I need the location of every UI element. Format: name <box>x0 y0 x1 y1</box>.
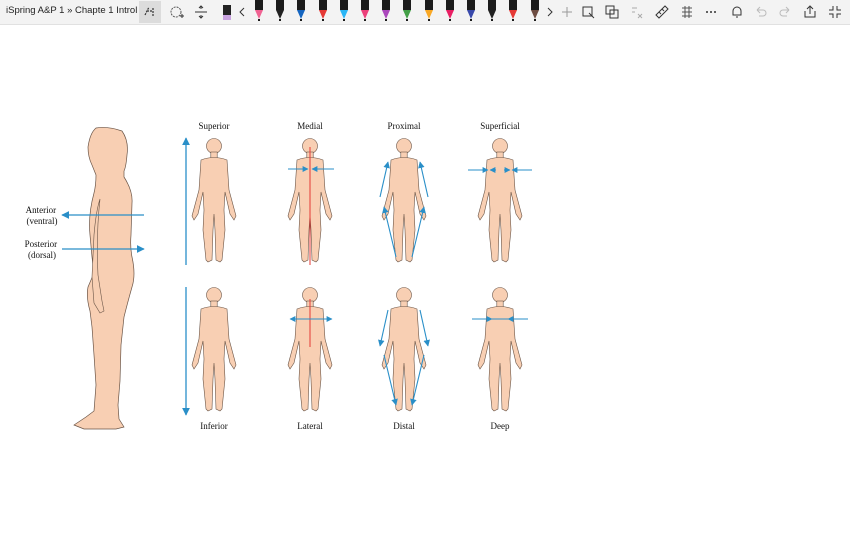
label-medial: Medial <box>297 121 323 131</box>
next-pens-icon[interactable] <box>541 1 559 23</box>
figure-deep <box>477 287 523 412</box>
ink-replay-icon[interactable] <box>676 1 698 23</box>
notifications-icon[interactable] <box>726 1 748 23</box>
figure-inferior <box>191 287 237 412</box>
app-toolbar: iSpring A&P 1 » Chapte 1 Introl <box>0 0 850 25</box>
pen-tool[interactable] <box>486 0 498 22</box>
add-shape-icon[interactable] <box>166 1 188 23</box>
prev-pens-icon[interactable] <box>233 1 251 23</box>
shape-convert-icon[interactable] <box>601 1 623 23</box>
pen-tool[interactable] <box>295 0 307 22</box>
more-icon[interactable] <box>700 1 722 23</box>
pen-tool[interactable] <box>274 0 286 22</box>
figure-distal <box>381 287 427 412</box>
posterior-label: Posterior (dorsal) <box>25 239 60 260</box>
proximal-arrow-left-upper <box>379 161 390 198</box>
touch-writing-icon[interactable] <box>578 1 600 23</box>
label-distal: Distal <box>393 421 415 431</box>
add-pen-icon[interactable] <box>556 1 578 23</box>
label-inferior: Inferior <box>200 421 227 431</box>
proximal-arrow-right-upper <box>418 161 429 198</box>
figure-superior <box>191 138 237 263</box>
proximal-arrow-right-lower <box>411 206 426 258</box>
insert-space-icon[interactable] <box>190 1 212 23</box>
pen-tool[interactable] <box>359 0 371 22</box>
pen-tool[interactable] <box>444 0 456 22</box>
pen-tool[interactable] <box>338 0 350 22</box>
figure-superficial <box>477 138 523 263</box>
label-superficial: Superficial <box>480 121 520 131</box>
pen-tool[interactable] <box>507 0 519 22</box>
collapse-icon[interactable] <box>824 1 846 23</box>
side-profile-figure <box>73 127 135 430</box>
anatomy-diagram: Anterior (ventral) Posterior (dorsal) <box>25 121 532 431</box>
lasso-select-icon[interactable] <box>139 1 161 23</box>
pen-tool[interactable] <box>317 0 329 22</box>
label-lateral: Lateral <box>297 421 323 431</box>
distal-arrow-left-upper <box>378 309 389 347</box>
distal-arrow-left-lower <box>383 354 398 406</box>
pen-tool[interactable] <box>465 0 477 22</box>
math-convert-icon[interactable] <box>626 1 648 23</box>
pen-tool[interactable] <box>529 0 541 22</box>
label-proximal: Proximal <box>388 121 421 131</box>
distal-arrow-right-lower <box>410 354 425 406</box>
proximal-arrow-left-lower <box>382 206 397 258</box>
distal-arrow-right-upper <box>419 309 430 347</box>
eraser-icon[interactable] <box>216 1 238 23</box>
pen-tool[interactable] <box>380 0 392 22</box>
pen-tool[interactable] <box>253 0 265 22</box>
redo-icon[interactable] <box>774 1 796 23</box>
anterior-label: Anterior (ventral) <box>26 205 59 226</box>
pen-tool[interactable] <box>401 0 413 22</box>
figure-proximal <box>381 138 427 263</box>
label-deep: Deep <box>491 421 510 431</box>
ruler-icon[interactable] <box>651 1 673 23</box>
share-icon[interactable] <box>799 1 821 23</box>
breadcrumb[interactable]: iSpring A&P 1 » Chapte 1 Introl <box>6 5 138 16</box>
undo-icon[interactable] <box>750 1 772 23</box>
label-superior: Superior <box>199 121 230 131</box>
pen-tool[interactable] <box>423 0 435 22</box>
